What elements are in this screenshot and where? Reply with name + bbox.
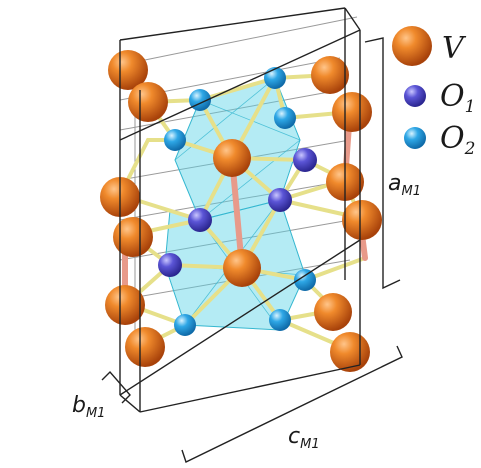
legend-item-v: V [392,26,467,66]
b-axis-label: bM1 [72,393,105,421]
v-atom [113,217,153,257]
legend-o1-symbol: O [440,79,465,114]
unit-cell-front [119,7,361,413]
v-atom [314,293,352,331]
v-atom [330,332,370,372]
svg-text:O2: O2 [440,121,475,159]
legend-o2-sub: 2 [464,139,476,159]
v-legend-swatch [392,26,432,66]
legend-v-label: V [442,31,467,66]
v-atom [213,139,251,177]
legend: V O1 O2 [392,26,475,159]
o2-atom [164,129,186,151]
b-bracket [101,370,131,404]
a-axis-label: aM1 [388,171,421,199]
v-atom [332,92,372,132]
o2-atom [294,269,316,291]
o1-atom [188,208,212,232]
v-atom [342,200,382,240]
o1-legend-swatch [404,85,426,107]
c-axis-label: cM1 [288,424,320,452]
v-atom [311,56,349,94]
svg-text:O1: O1 [440,79,475,117]
o2-atom [174,314,196,336]
legend-item-o1: O1 [404,79,475,117]
oxygen2-atoms [164,67,316,336]
legend-o2-symbol: O [440,121,465,156]
c-bracket [181,345,403,463]
o2-atom [274,107,296,129]
oxygen1-atoms [158,148,317,277]
a-bracket [364,37,401,290]
v-atom [105,285,145,325]
o1-atom [268,188,292,212]
legend-o1-sub: 1 [465,97,476,117]
v-atom [223,249,261,287]
o2-atom [264,67,286,89]
v-atom [128,82,168,122]
legend-item-o2: O2 [404,121,475,159]
o2-atom [269,309,291,331]
dimension-brackets [101,37,403,463]
o1-atom [293,148,317,172]
v-atom [108,50,148,90]
v-atom [125,327,165,367]
o2-legend-swatch [404,127,426,149]
o1-atom [158,253,182,277]
